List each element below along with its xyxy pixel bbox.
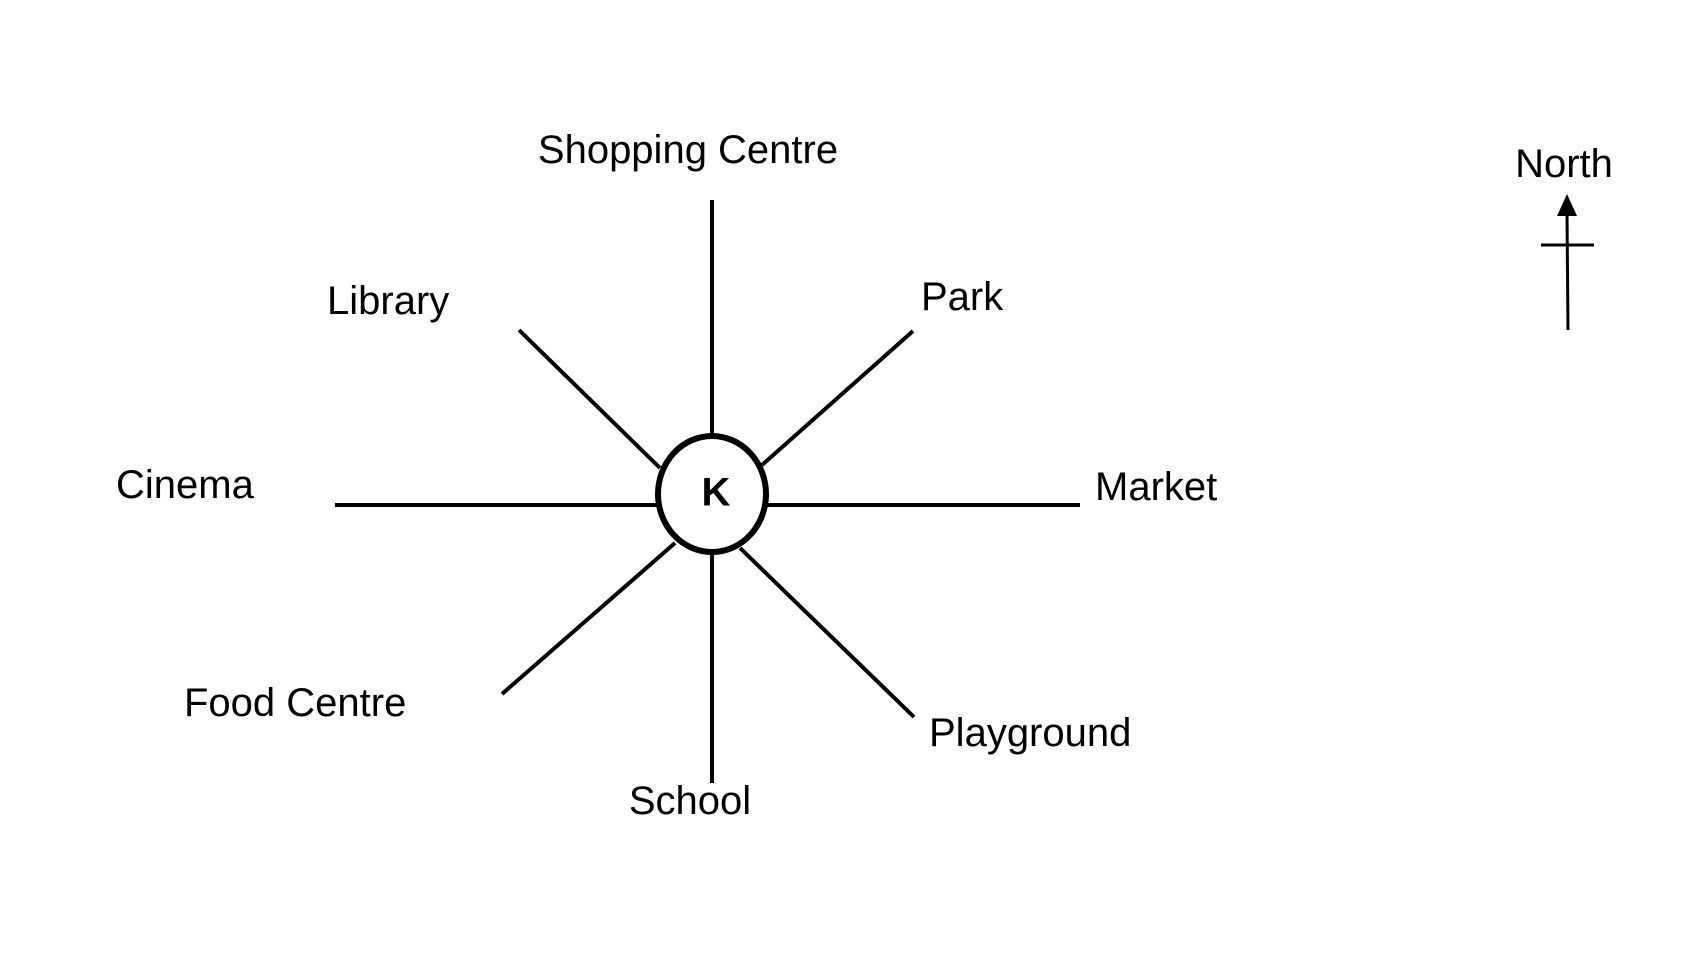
compass-label: North [1515, 142, 1613, 186]
compass: North [1515, 142, 1613, 331]
road-northeast [760, 329, 915, 467]
label-food-centre: Food Centre [184, 681, 406, 725]
center-label: K [702, 471, 731, 515]
label-library: Library [327, 279, 449, 323]
north-arrow-icon [1541, 194, 1594, 331]
label-school: School [629, 779, 751, 823]
label-cinema: Cinema [116, 463, 255, 507]
label-playground: Playground [929, 711, 1131, 755]
label-market: Market [1095, 465, 1217, 509]
road-northwest [517, 328, 662, 470]
label-park: Park [921, 275, 1004, 319]
center-node [655, 433, 769, 555]
road-southeast [738, 546, 916, 719]
road-southwest [500, 541, 677, 696]
label-shopping-centre: Shopping Centre [538, 128, 838, 172]
